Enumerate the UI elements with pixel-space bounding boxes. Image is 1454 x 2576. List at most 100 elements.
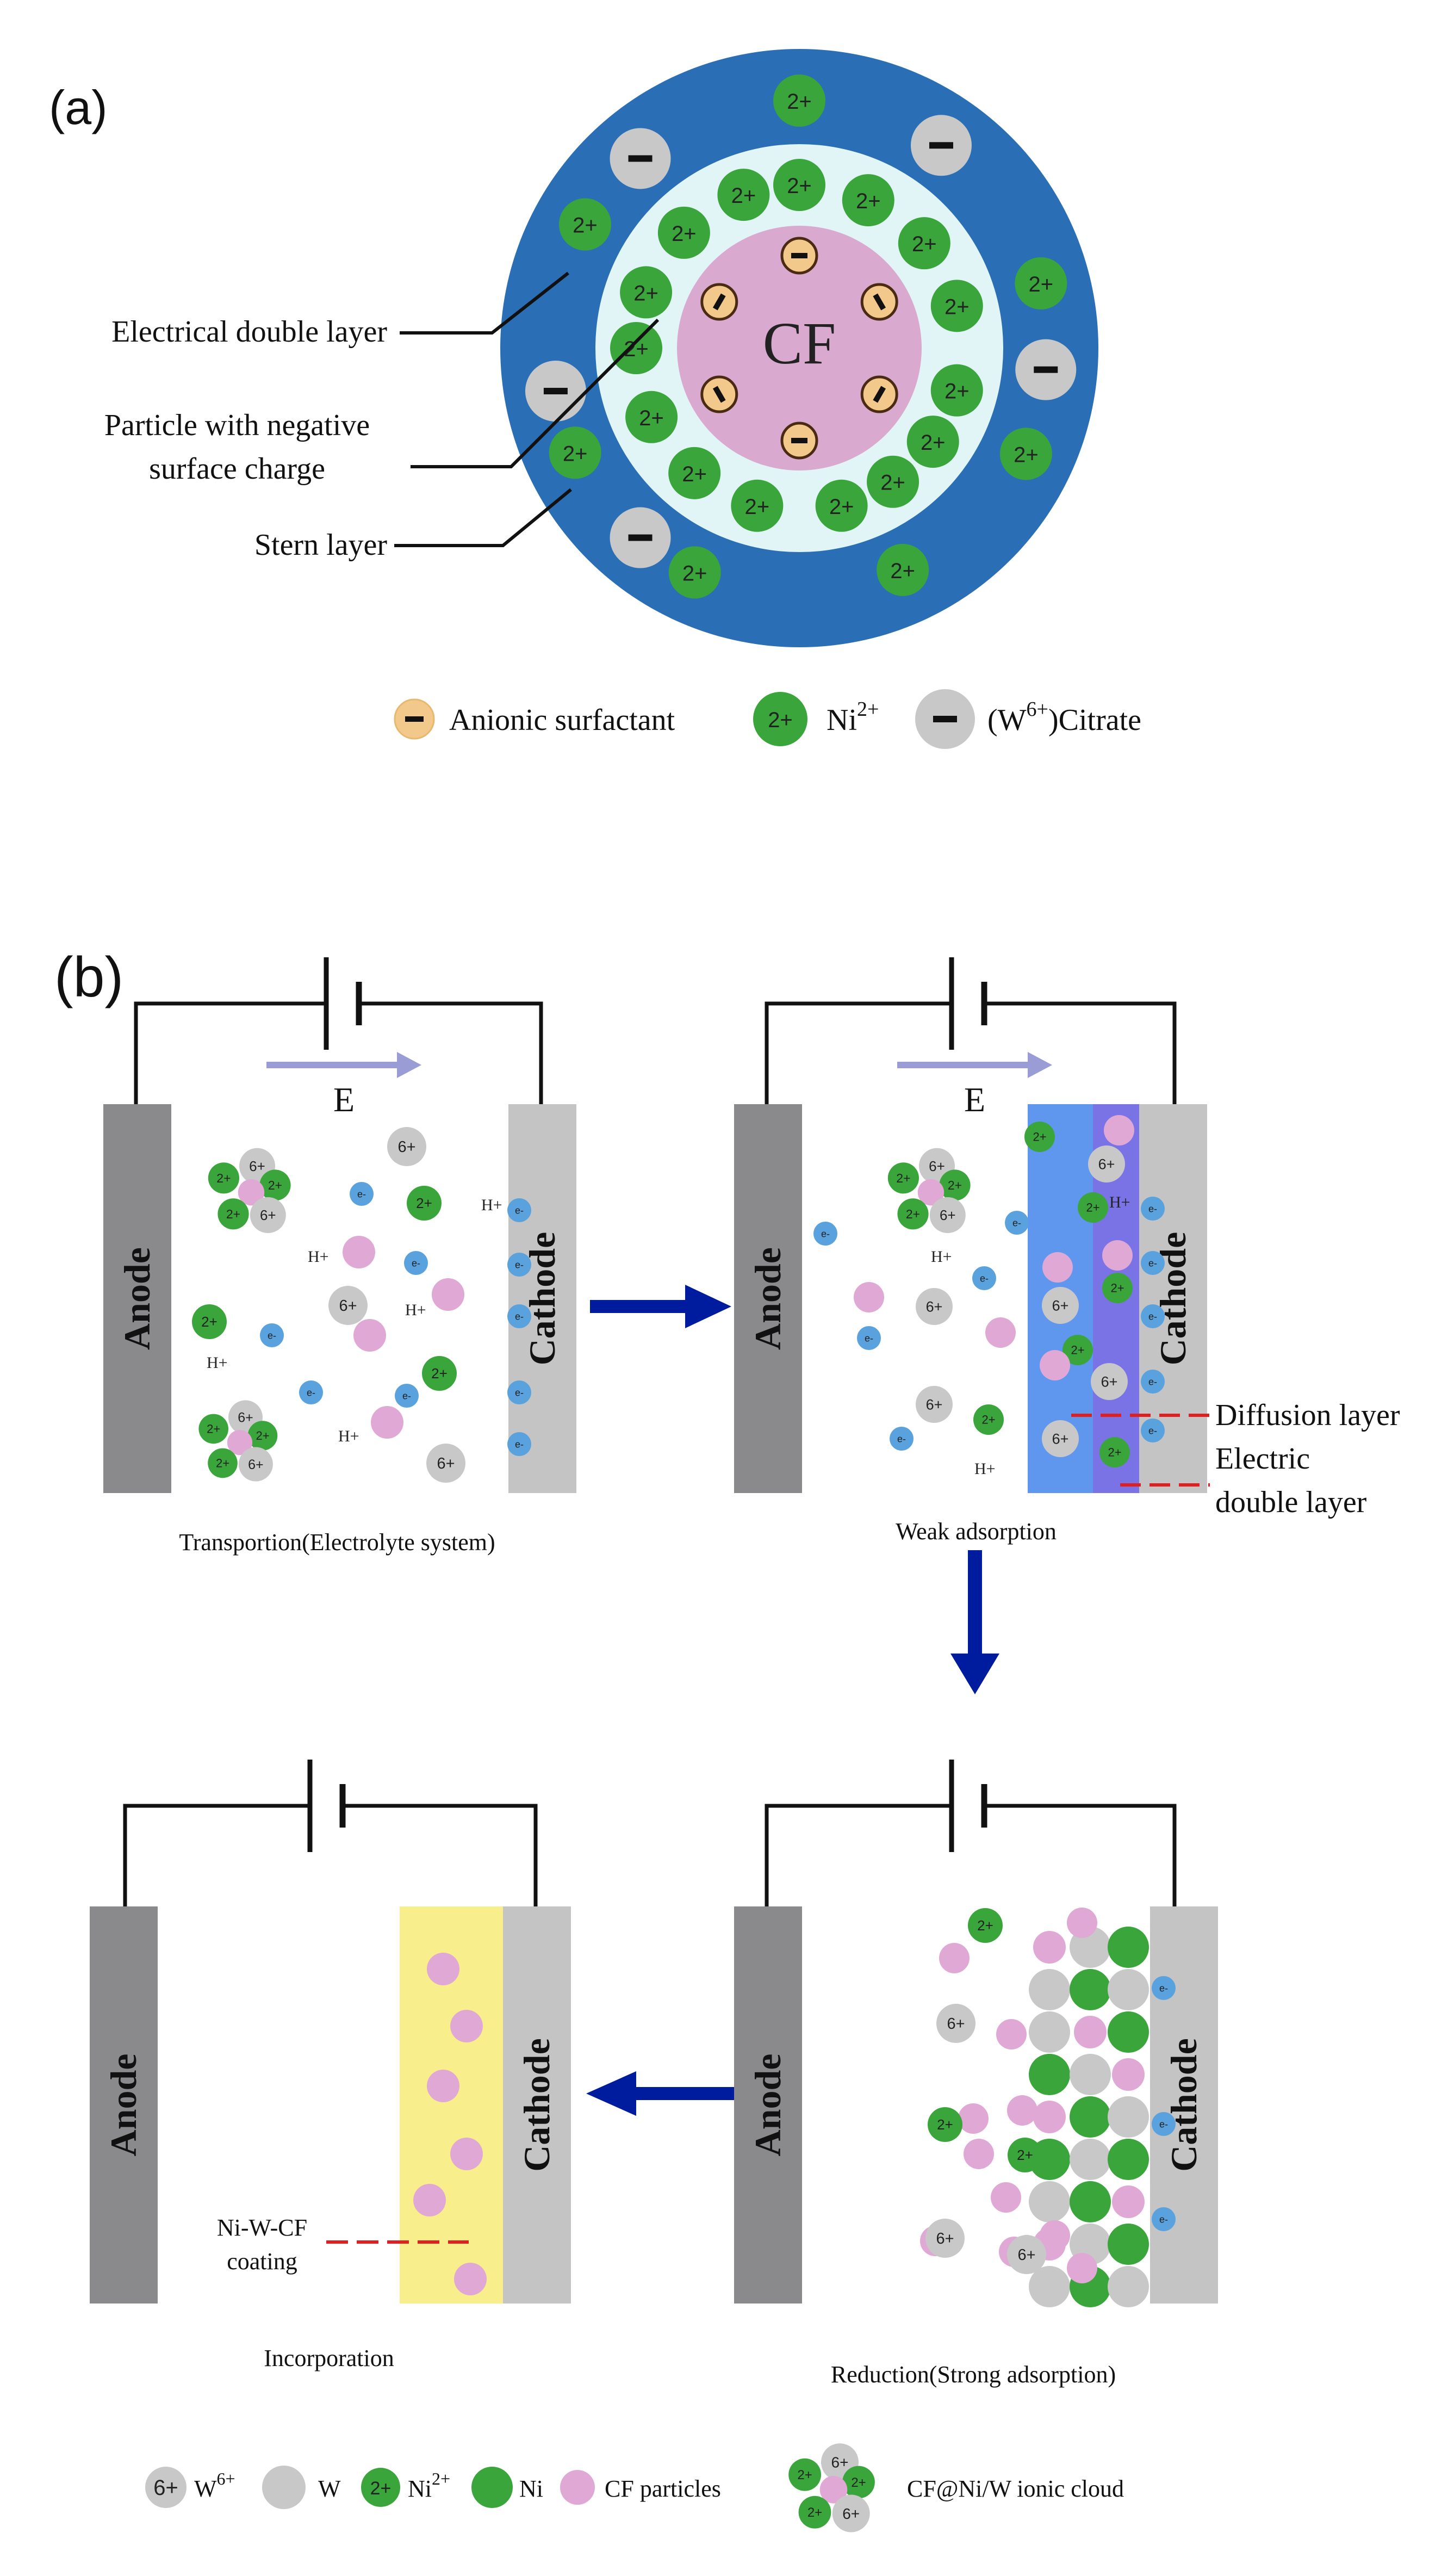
cell-reduction-stack-w-0-1	[1029, 1969, 1070, 2010]
coating-label-1: Ni-W-CF	[217, 2214, 307, 2241]
ni-ion-20-label: 2+	[890, 559, 915, 583]
cell-transport-w-1	[328, 1286, 368, 1325]
cell-transport-ni-1	[192, 1304, 227, 1339]
legend-cloud-cf	[819, 2476, 848, 2504]
panel-a-legend: Anionic surfactant 2+ Ni2+ (W6+)Citrate	[394, 689, 1141, 749]
cell-transport-cloud-2: 6+2+2+2+6+	[198, 1400, 278, 1482]
ni-ion-8-label: 2+	[829, 495, 854, 519]
cell-transport-cathode-label: Cathode	[521, 1232, 563, 1366]
cell-weak-cloud-ni-left-label: 2+	[896, 1171, 910, 1185]
cell-reduction-stack-ni-2-2	[1108, 2011, 1149, 2053]
ni-ion-3-label: 2+	[633, 281, 658, 305]
cell-weak-cloud-w-bottom-label: 6+	[940, 1207, 956, 1223]
ni-ion-7-label: 2+	[745, 495, 770, 519]
cell-reduction-stack-w-1-5	[1070, 2139, 1111, 2180]
ni-ion-17	[1015, 257, 1067, 309]
ni-ion-1-label: 2+	[731, 184, 756, 208]
surfactant-4-minus	[712, 386, 726, 403]
cell-weak-e-6-label: e-	[1148, 1258, 1157, 1268]
cell-transport-cloud-1-ni-left-label: 2+	[216, 1171, 231, 1185]
cell-reduction-stack-ni-2-7	[1108, 2224, 1149, 2265]
ni-ion-9	[867, 455, 919, 508]
ni-ion-17-label: 2+	[1029, 273, 1054, 296]
cell-reduction-anode	[734, 1906, 802, 2303]
cell-transport-e-3-label: e-	[307, 1387, 315, 1398]
cell-transport-wire-left	[134, 1001, 326, 1104]
cell-transport-cf-1	[432, 1278, 464, 1311]
legend-cloud-w-top-label: 6+	[831, 2454, 849, 2471]
cell-weak-cloud-ni-right	[939, 1169, 971, 1201]
cell-reduction-cathode	[1150, 1906, 1218, 2303]
legend-surfactant-minus	[405, 716, 424, 722]
cell-reduction-w-0-label: 6+	[947, 2015, 965, 2033]
cell-transport-cloud-2-ni-left-label: 2+	[207, 1422, 220, 1436]
legend-ni-icon-b	[471, 2467, 513, 2508]
cell-weak-e-0-label: e-	[821, 1228, 830, 1239]
cell-incorporation-cathode-label: Cathode	[516, 2038, 557, 2172]
cell-weak-wire-right	[984, 1001, 1177, 1104]
cell-weak-e-1	[857, 1326, 881, 1350]
legend-ni-ion-label: Ni2+	[408, 2469, 450, 2502]
cell-reduction-cf-4	[1067, 1908, 1097, 1938]
cell-weak-w-0-label: 6+	[926, 1298, 943, 1315]
ni-ion-4	[610, 322, 662, 374]
cell-reduction-stack-w-0-6	[1029, 2181, 1070, 2222]
cell-reduction-w-2	[1007, 2235, 1046, 2274]
legend-cloud-w-bottom	[832, 2494, 870, 2532]
cell-transport-cathode	[508, 1104, 576, 1493]
cell-weak-w-1	[916, 1386, 953, 1423]
cell-weak-field-label: E	[964, 1080, 985, 1119]
cell-transport-cloud-2-ni-left	[198, 1414, 229, 1444]
cell-transport-ni-0-label: 2+	[416, 1195, 432, 1211]
ni-ion-0-label: 2+	[787, 174, 812, 198]
cell-weak-ni-5-label: 2+	[1108, 1446, 1121, 1459]
cell-weak-w-3-label: 6+	[1052, 1297, 1069, 1314]
cell-incorporation-wire-left	[123, 1804, 310, 1906]
ni-ion-2	[657, 206, 710, 259]
cell-reduction-wire-right	[984, 1804, 1177, 1906]
cell-transport-cf-2	[353, 1319, 386, 1352]
cell-reduction-ni-0	[968, 1908, 1003, 1943]
cell-transport-cf-0	[343, 1236, 375, 1268]
cell-transport-e-6-label: e-	[515, 1259, 524, 1270]
cell-weak-cloud-ni-bottom	[897, 1198, 929, 1230]
ni-ion-5-label: 2+	[639, 406, 664, 430]
citrate-ion-4-minus	[628, 534, 653, 541]
cell-weak-e-5	[1141, 1197, 1165, 1221]
legend-cloud: 6+2+2+2+6+	[788, 2443, 875, 2532]
ni-ion-19	[668, 546, 721, 599]
cell-reduction-cf-6	[1067, 2253, 1097, 2283]
cell-transport-field-head	[397, 1052, 421, 1078]
cell-reduction-e-2-label: e-	[1159, 2214, 1168, 2225]
legend-cf-label: CF particles	[605, 2475, 721, 2502]
cell-reduction-e-2	[1152, 2207, 1176, 2231]
particle-callout-line	[411, 318, 660, 468]
ni-ion-9-label: 2+	[880, 471, 905, 495]
cell-transport-e-2	[260, 1323, 284, 1347]
cell-weak-cloud-ni-bottom-label: 2+	[906, 1207, 920, 1221]
ni-ion-13-label: 2+	[912, 232, 937, 256]
cell-weak-h-0: H+	[931, 1248, 952, 1266]
edl-callout-label: Electrical double layer	[111, 315, 387, 349]
cell-transport-e-9	[507, 1432, 531, 1456]
cell-reduction-anode-label: Anode	[747, 2054, 788, 2157]
cell-transport-cloud-1-ni-bottom	[218, 1198, 249, 1230]
cell-transport-cloud-1-w-bottom	[250, 1197, 286, 1233]
cell-transport-e-5-label: e-	[515, 1205, 524, 1216]
arrow-reduction-to-incorporation	[586, 2071, 734, 2116]
ni-ion-13	[898, 217, 950, 270]
cell-weak-ni-3	[1102, 1273, 1133, 1303]
legend-citrate-minus	[933, 716, 957, 722]
panel-b-label: (b)	[54, 946, 123, 1009]
cell-reduction-e-0-label: e-	[1159, 1983, 1168, 1993]
cell-transport-e-5	[507, 1198, 531, 1222]
legend-cloud-ni-left-label: 2+	[797, 2468, 812, 2482]
cell-transport-e-0	[350, 1182, 374, 1206]
ni-ion-10-label: 2+	[921, 431, 946, 455]
ni-ion-18-label: 2+	[563, 442, 588, 466]
cell-transport-ni-2-label: 2+	[431, 1365, 448, 1382]
ni-ion-6-label: 2+	[682, 462, 707, 486]
surfactant-1-minus	[873, 293, 886, 311]
cell-weak-ni-1	[973, 1404, 1004, 1435]
